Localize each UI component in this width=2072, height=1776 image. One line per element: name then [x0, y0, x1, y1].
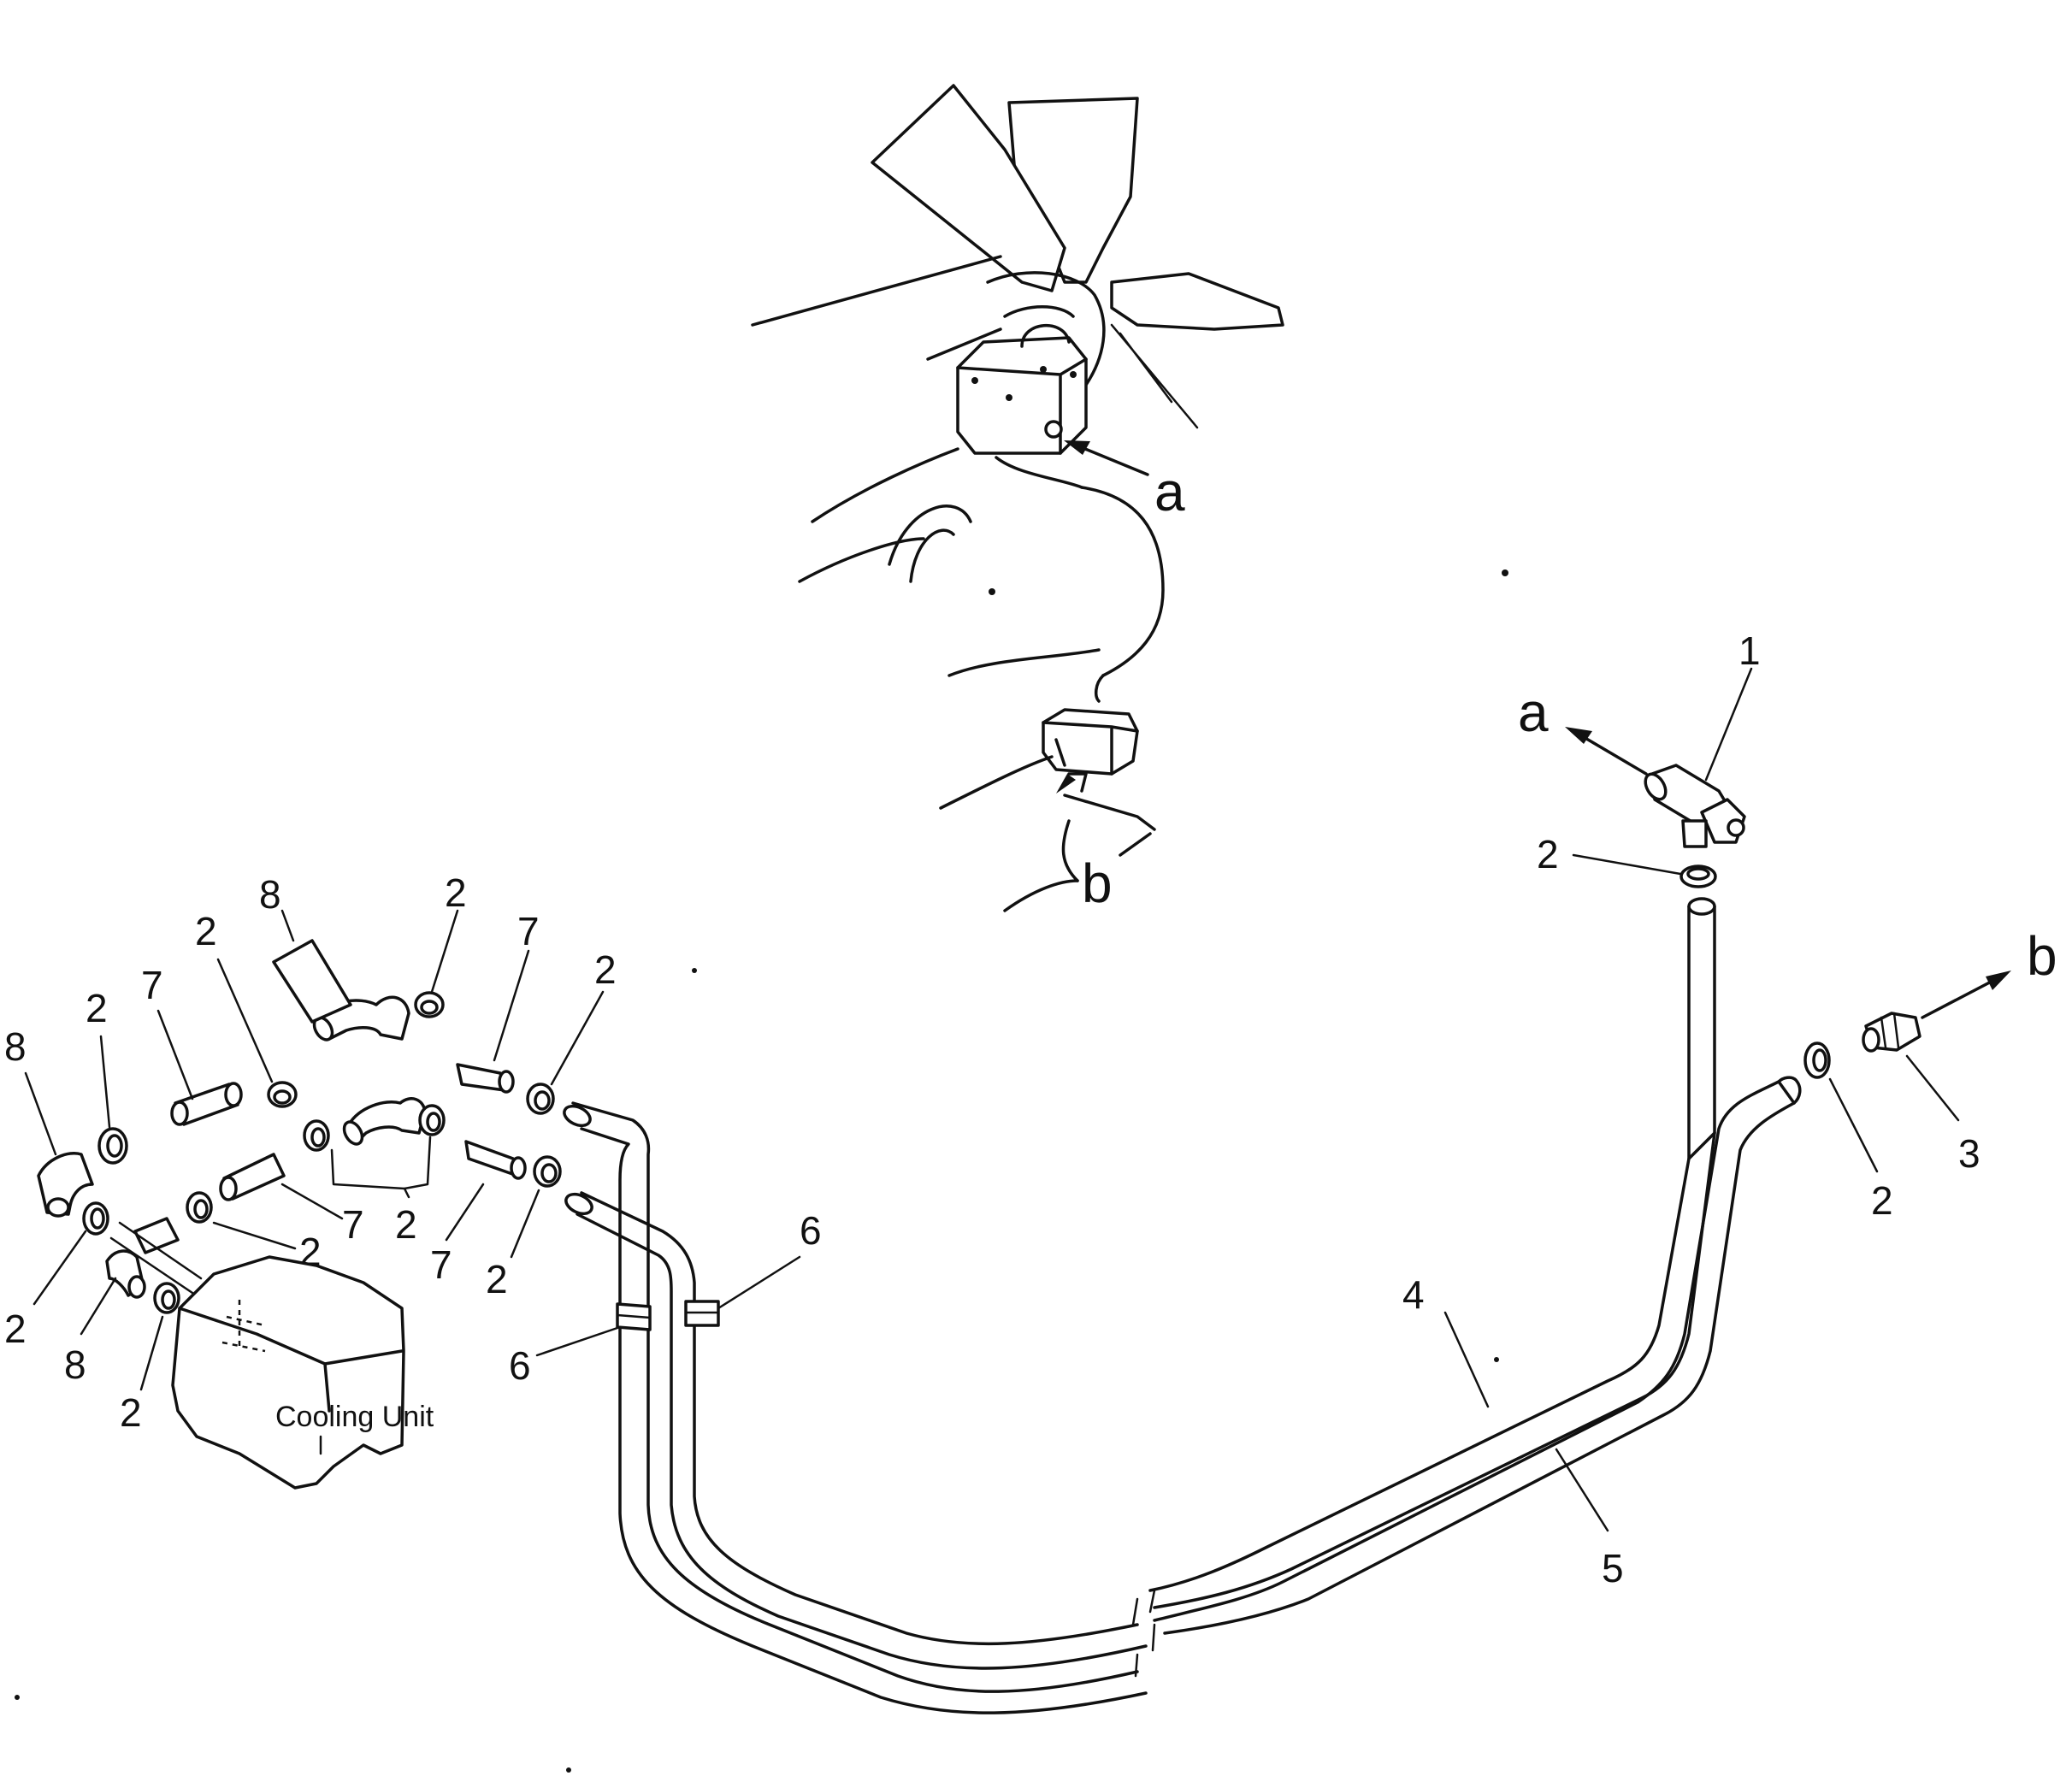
hose-clamp — [303, 1119, 330, 1152]
ref-a-upper: a — [1064, 440, 1185, 522]
callout-2-i: 2 — [120, 1315, 164, 1435]
label-part-3: 3 — [1958, 1131, 1981, 1176]
water-pump-housing — [956, 336, 1088, 455]
engine-fan-assembly — [751, 84, 1284, 912]
label-part-2: 2 — [395, 1202, 417, 1247]
label-part-2: 2 — [86, 986, 108, 1030]
callout-5: 5 — [1555, 1448, 1624, 1590]
hose-clamp — [414, 991, 445, 1018]
label-part-2: 2 — [594, 947, 617, 992]
callout-7-a: 7 — [141, 963, 194, 1100]
label-part-7: 7 — [430, 1242, 452, 1287]
label-part-2: 2 — [1871, 1178, 1893, 1223]
ref-b-right-label: b — [2027, 925, 2057, 987]
callout-6-upper: 6 — [717, 1208, 822, 1310]
label-part-2: 2 — [445, 870, 467, 915]
callout-2-right: 2 — [1828, 1077, 1893, 1223]
short-hose — [133, 1217, 180, 1254]
pipe-part-7 — [170, 1082, 243, 1126]
label-part-7: 7 — [517, 909, 540, 953]
hose-clamp — [153, 1282, 180, 1314]
hose-part-4 — [1148, 1131, 1716, 1609]
label-part-7: 7 — [141, 963, 163, 1007]
callout-8-bottom: 8 — [64, 1277, 117, 1387]
callout-7-c: 7 — [430, 1183, 485, 1287]
pipe-part-7 — [456, 1063, 515, 1094]
ref-b-upper-label: b — [1082, 853, 1113, 914]
fan-blade-right — [1110, 272, 1284, 331]
callout-3: 3 — [1905, 1054, 1981, 1176]
label-part-8: 8 — [64, 1342, 86, 1387]
hose-part-6-outer — [563, 1101, 1148, 1714]
hose-clamp — [82, 1201, 109, 1236]
callout-2-e: 2 — [330, 1136, 432, 1247]
label-part-8: 8 — [259, 872, 281, 917]
callout-8-left: 8 — [4, 1024, 57, 1156]
fan-blade-left — [871, 84, 1066, 292]
part-8-tag — [272, 939, 352, 1024]
ref-b-upper: b — [1082, 853, 1113, 914]
pipe-part-7 — [464, 1140, 527, 1180]
callout-7-b: 7 — [493, 909, 540, 1062]
callout-2-valve: 2 — [1537, 832, 1682, 876]
label-part-1: 1 — [1738, 628, 1761, 673]
label-part-7: 7 — [342, 1202, 364, 1247]
valve-part-1 — [1644, 764, 1746, 848]
callout-6-lower: 6 — [509, 1326, 619, 1388]
label-part-6: 6 — [509, 1343, 531, 1388]
hose-band — [616, 1302, 652, 1331]
label-part-2: 2 — [486, 1257, 508, 1301]
ref-b-right: b — [1921, 925, 2057, 1019]
label-part-8: 8 — [4, 1024, 27, 1069]
elbow-part-8 — [342, 1097, 427, 1146]
label-part-2: 2 — [4, 1307, 27, 1351]
callout-2-c: 2 — [430, 870, 467, 994]
pipe-part-7 — [219, 1153, 286, 1201]
elbow-part-8 — [37, 1152, 94, 1218]
hose-clamp — [526, 1083, 555, 1115]
hose-part-6-inner — [564, 1191, 1148, 1670]
fitting-part-3 — [1862, 1012, 1921, 1053]
hose-clamp — [1803, 1041, 1831, 1079]
label-part-5: 5 — [1602, 1546, 1624, 1590]
callout-2-h: 2 — [4, 1230, 87, 1351]
label-part-4: 4 — [1402, 1272, 1425, 1317]
callout-4: 4 — [1402, 1272, 1490, 1408]
cooling-unit-label: Cooling Unit — [275, 1401, 434, 1433]
elbow-part-8 — [105, 1249, 146, 1299]
cooling-unit: Cooling Unit — [171, 1255, 434, 1490]
ref-a-right: a — [1518, 681, 1648, 776]
callout-1: 1 — [1704, 628, 1761, 782]
label-part-2: 2 — [120, 1390, 142, 1435]
hose-clamp — [418, 1104, 446, 1136]
hose-part-5 — [1153, 1076, 1802, 1635]
callout-7-d: 7 — [280, 1183, 364, 1247]
vertical-hose — [1687, 905, 1716, 1160]
callout-2-b: 2 — [195, 909, 274, 1083]
hose-clamp — [533, 1155, 562, 1188]
callout-2-f: 2 — [486, 1189, 540, 1301]
ref-a-upper-label: a — [1154, 461, 1185, 522]
hose-clamp — [97, 1127, 128, 1165]
hose-clamp — [267, 1081, 298, 1108]
ref-a-right-label: a — [1518, 681, 1549, 743]
callout-8-top: 8 — [259, 872, 295, 942]
callout-2-d: 2 — [550, 947, 617, 1086]
label-part-2: 2 — [195, 909, 217, 953]
callout-2-a: 2 — [86, 986, 111, 1129]
hose-band — [684, 1300, 720, 1327]
label-part-6: 6 — [800, 1208, 822, 1253]
label-part-2: 2 — [1537, 832, 1559, 876]
hose-clamp — [186, 1191, 213, 1224]
hose-clamp — [1679, 864, 1717, 888]
